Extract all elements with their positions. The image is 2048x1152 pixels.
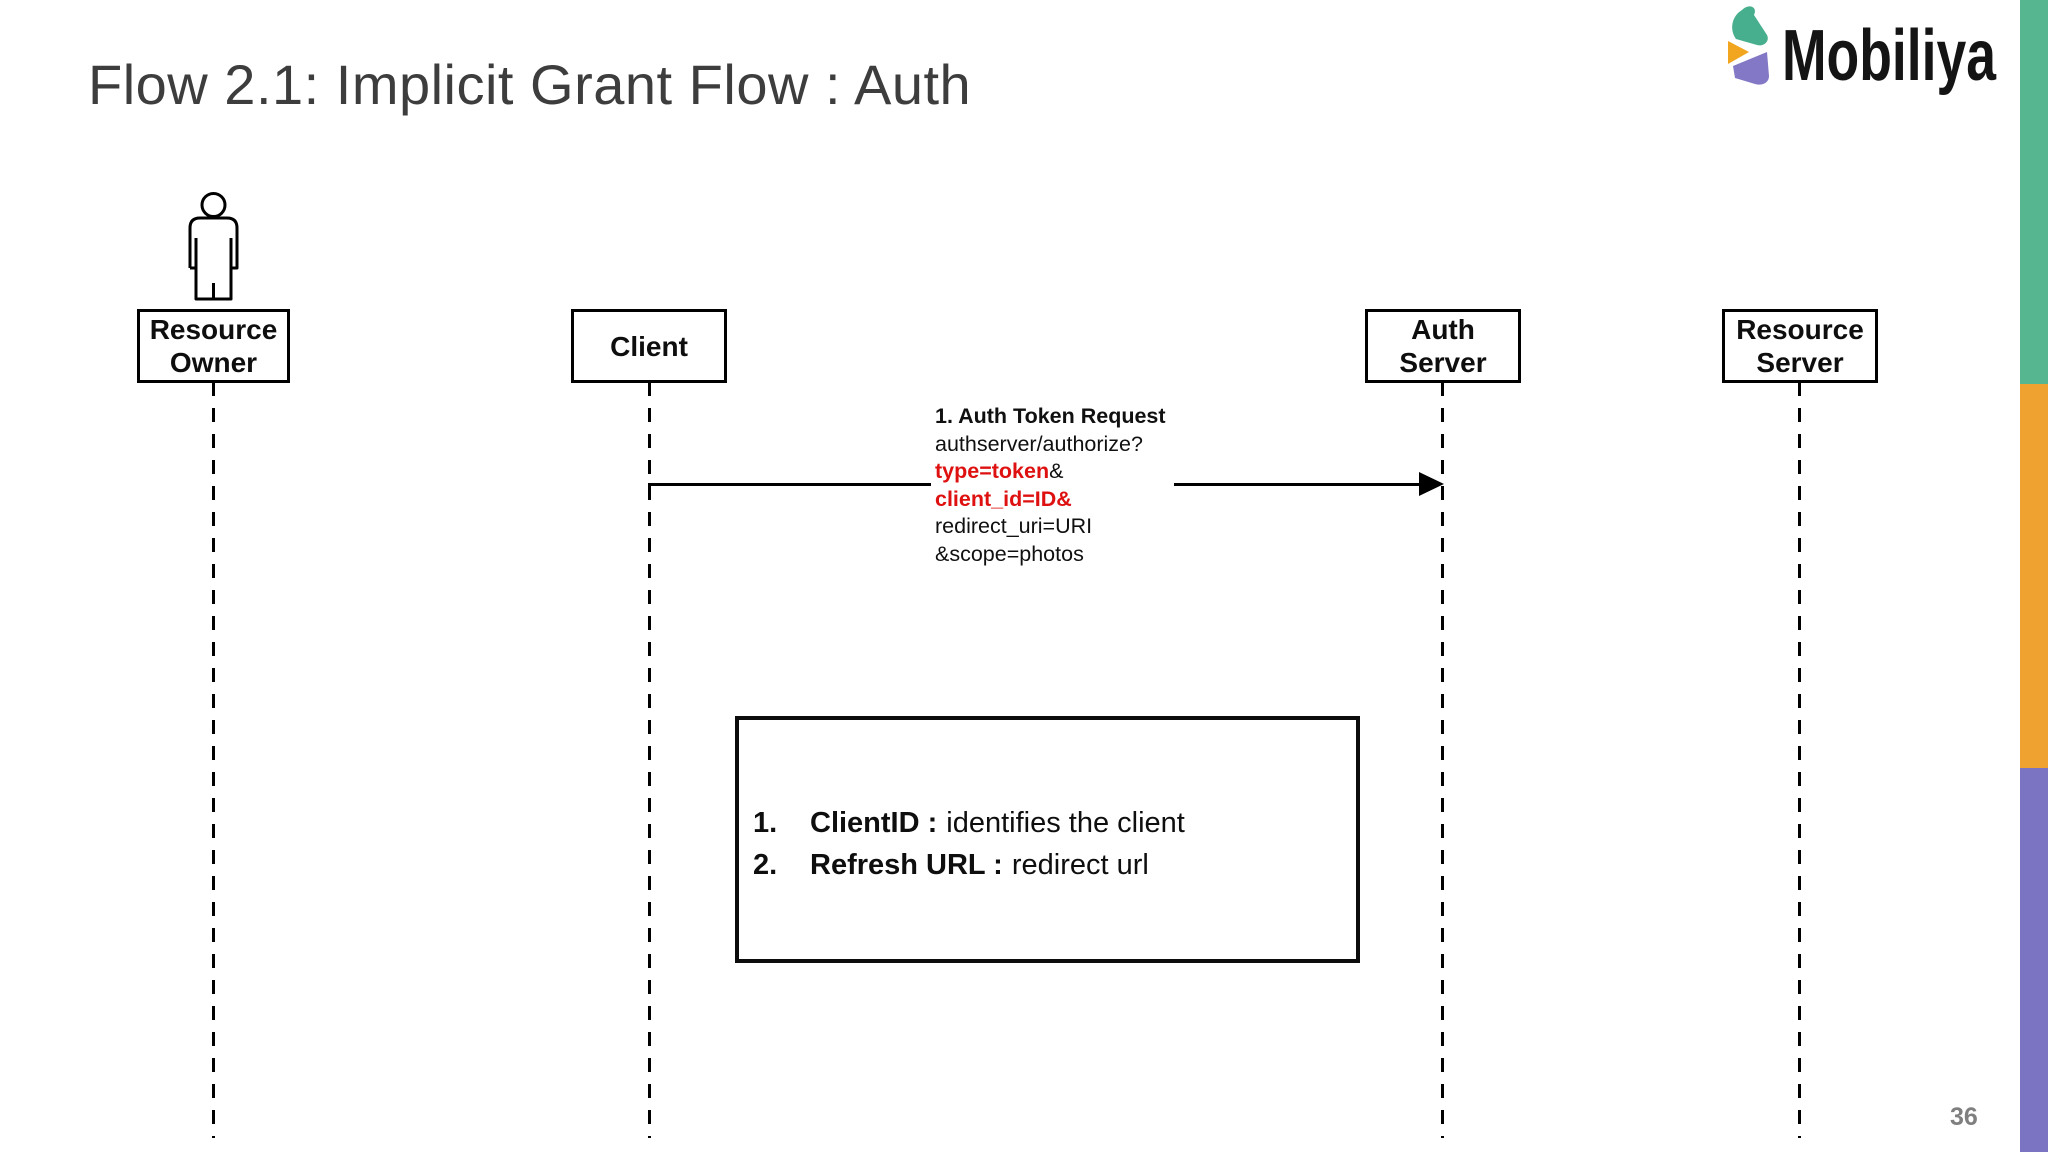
note-item: 2. Refresh URL : redirect url: [753, 844, 1346, 886]
lifeline-box-auth-server: Auth Server: [1365, 309, 1521, 383]
mobiliya-logo: Mobiliya: [1728, 6, 1997, 96]
note-box: 1. ClientID : identifies the client 2. R…: [735, 716, 1360, 963]
lifeline-box-client: Client: [571, 309, 727, 383]
message-title: 1. Auth Token Request: [935, 404, 1166, 428]
lifeline-label-line: Server: [1399, 347, 1487, 378]
message-param-scope: &scope=photos: [935, 541, 1084, 566]
lifeline-label-line: Resource: [149, 314, 278, 345]
note-item-text: identifies the client: [946, 807, 1185, 839]
note-item-text: redirect url: [1011, 849, 1149, 881]
message-param-redirect: redirect_uri=URI: [935, 514, 1093, 538]
note-item: 1. ClientID : identifies the client: [753, 802, 1346, 844]
lifeline-label-line: Owner: [169, 347, 258, 378]
logo-wordmark: Mobiliya: [1782, 16, 1997, 96]
accent-bar-orange: [2020, 384, 2048, 768]
lifeline-box-resource-server: Resource Server: [1722, 309, 1878, 383]
message-param-client-id: client_id=ID&: [935, 486, 1072, 511]
logo-yellow-triangle-icon: [1728, 41, 1749, 64]
message-annotation: 1. Auth Token Request authserver/authori…: [931, 403, 1174, 572]
lifeline-label-line: Auth: [1411, 314, 1475, 345]
lifeline-box-resource-owner: Resource Owner: [137, 309, 290, 383]
note-item-label: ClientID :: [810, 807, 938, 839]
lifeline-resource-owner: [212, 382, 215, 1138]
lifeline-resource-server: [1798, 382, 1801, 1138]
note-item-number: 2.: [753, 849, 778, 881]
lifeline-label-line: Resource: [1736, 314, 1864, 345]
accent-bar-purple: [2020, 768, 2048, 1152]
mobiliya-logo-mark-icon: [1728, 6, 1769, 85]
lifeline-label-line: Server: [1756, 347, 1844, 378]
message-param-type: type=token&: [935, 458, 1166, 486]
logo-purple-quad-icon: [1733, 52, 1769, 85]
lifeline-client: [648, 382, 651, 1138]
page-title: Flow 2.1: Implicit Grant Flow : Auth: [88, 53, 972, 116]
lifeline-label-line: Client: [610, 330, 688, 362]
logo-teal-leaf-icon: [1732, 6, 1768, 46]
page-number: 36: [1950, 1103, 1978, 1131]
note-item-label: Refresh URL :: [810, 849, 1003, 881]
note-item-number: 1.: [753, 807, 778, 839]
lifeline-auth-server: [1441, 382, 1444, 1138]
highlighted-param: type=token: [935, 459, 1050, 483]
accent-bar-teal: [2020, 0, 2048, 384]
param-separator: &: [1049, 459, 1064, 483]
message-arrowhead-icon: [1419, 472, 1444, 496]
message-url: authserver/authorize?: [935, 431, 1143, 456]
person-icon: [188, 192, 239, 301]
